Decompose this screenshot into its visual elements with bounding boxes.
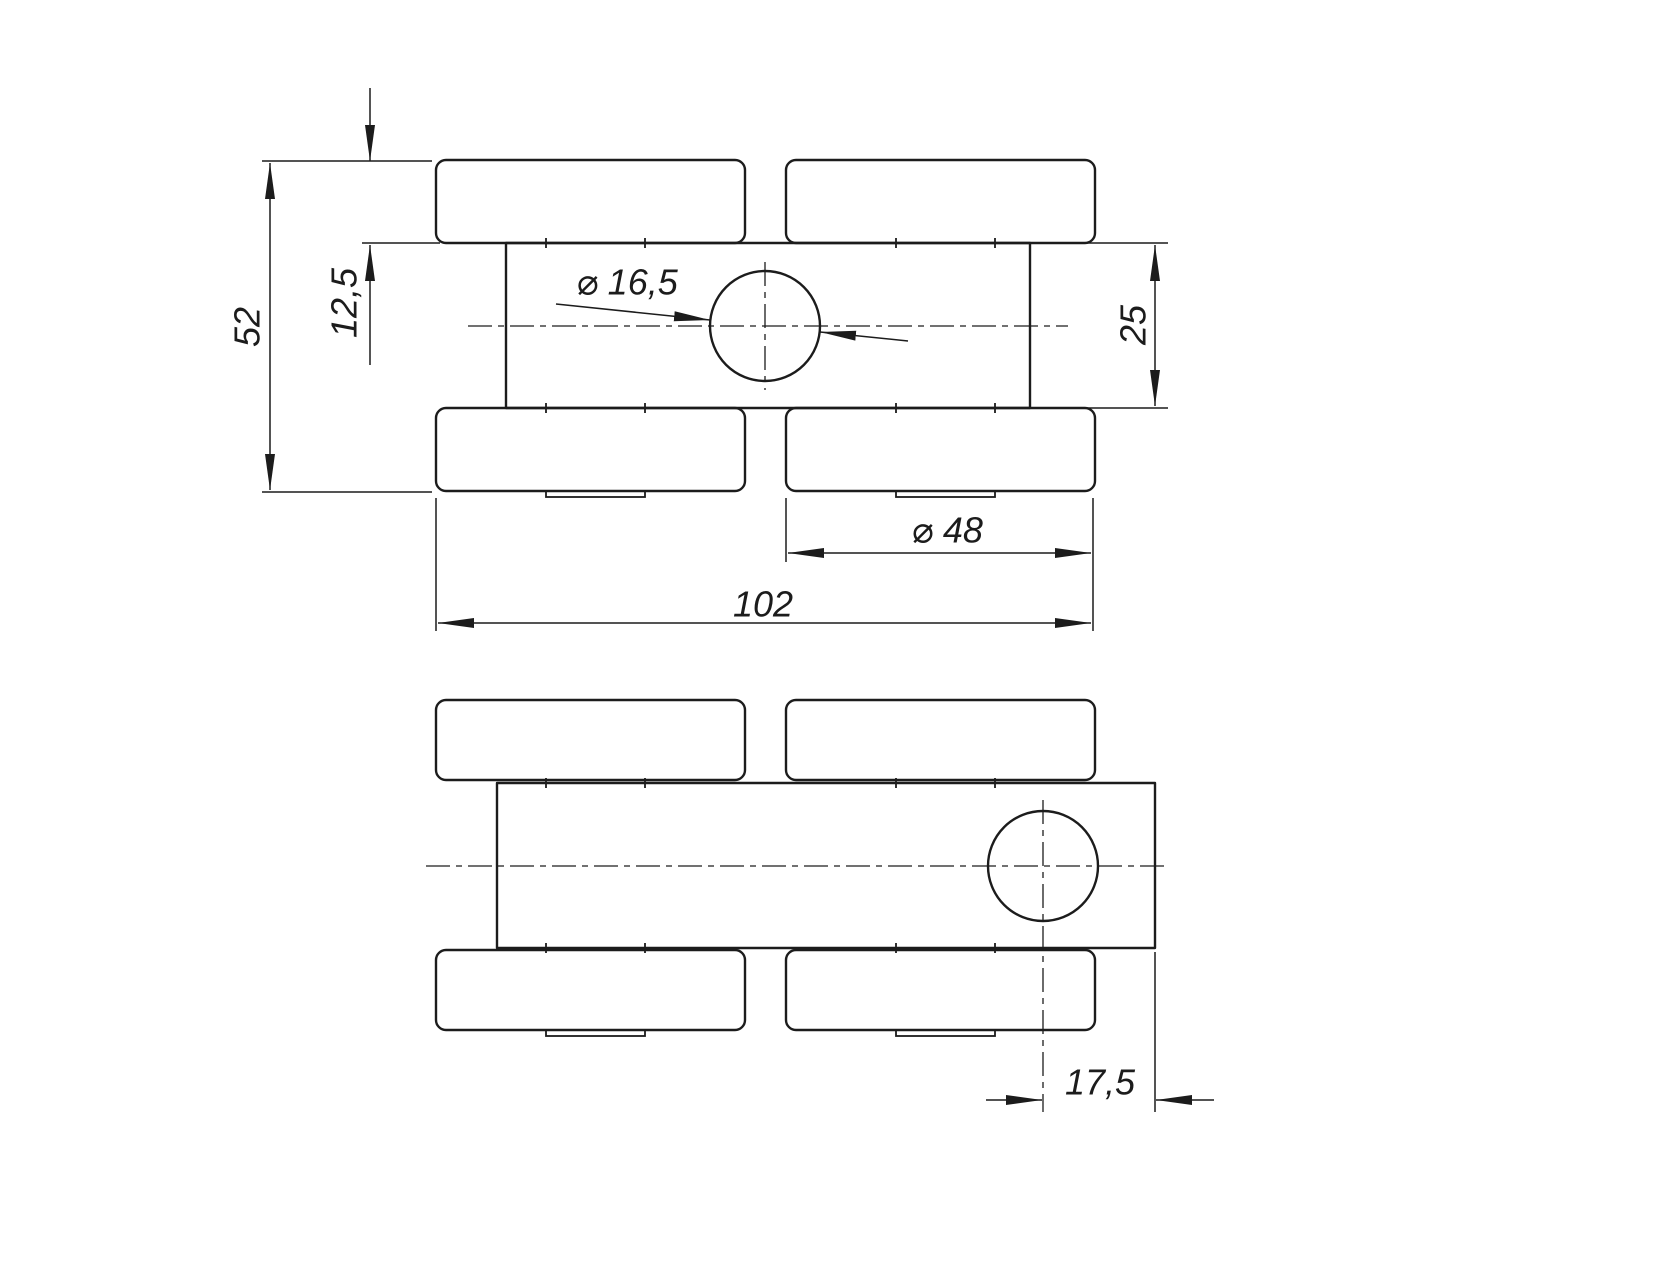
dimension-hole-offset: 17,5 (986, 952, 1214, 1112)
leader-line (555, 303, 711, 322)
roller-outline-top-left (434, 158, 747, 245)
dim-pad-thickness-label: 12,5 (324, 267, 365, 338)
roller-outline-bottom-left (434, 948, 747, 1032)
dim-body-thickness-label: 25 (1113, 304, 1154, 346)
roller-outline-bottom-right (784, 948, 1097, 1032)
dimension-pad-thickness: 12,5 (324, 88, 440, 365)
dimension-overall-length: 102 (435, 498, 1091, 631)
bottom-view (426, 698, 1164, 1112)
tab-edge (895, 490, 996, 498)
dim-roller-diameter-label: ⌀ 48 (911, 510, 983, 551)
tab-edge (895, 1029, 996, 1037)
dim-overall-length-label: 102 (733, 584, 793, 625)
roller-outline-top-right (784, 698, 1097, 782)
tab-edge (545, 1029, 646, 1037)
dim-hole-diameter-label: ⌀ 16,5 (576, 262, 679, 303)
dim-hole-offset-label: 17,5 (1065, 1062, 1136, 1103)
dim-overall-height-label: 52 (227, 307, 268, 347)
dimension-roller-diameter: ⌀ 48 (785, 498, 1094, 631)
dimension-overall-height: 52 (227, 160, 432, 493)
roller-outline-bottom-right (784, 406, 1097, 493)
dimension-hole-diameter: ⌀ 16,5 (555, 262, 909, 342)
front-view (434, 158, 1097, 498)
roller-outline-top-right (784, 158, 1097, 245)
tab-edge (545, 490, 646, 498)
roller-outline-bottom-left (434, 406, 747, 493)
roller-outline-top-left (434, 698, 747, 782)
leader-line (819, 330, 909, 342)
dimension-body-thickness: 25 (1035, 242, 1168, 409)
